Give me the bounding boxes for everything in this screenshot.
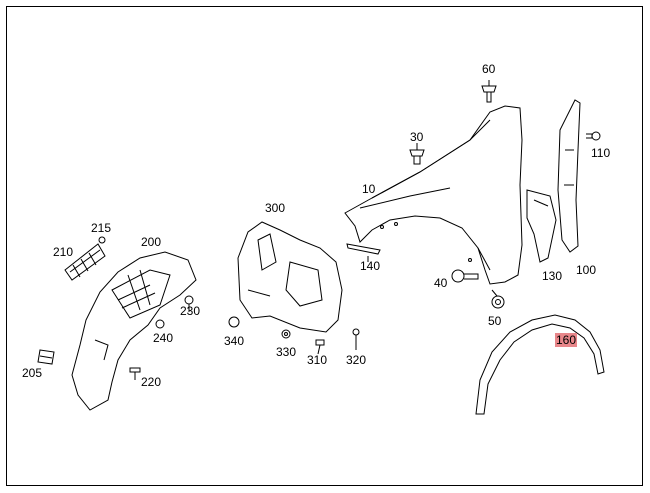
screw-310[interactable] [315,339,325,355]
nut-50[interactable] [491,289,505,309]
callout-230[interactable]: 230 [180,304,201,318]
callout-100[interactable]: 100 [576,263,597,277]
bolt-30[interactable] [409,143,425,165]
bolt-320[interactable] [352,328,360,350]
callout-330[interactable]: 330 [276,345,297,359]
wheel-arch-trim-160[interactable] [475,314,605,415]
clip-340[interactable] [228,316,240,328]
callout-320[interactable]: 320 [346,353,367,367]
callout-10[interactable]: 10 [362,182,376,196]
clip-240[interactable] [155,319,165,329]
clip-230[interactable] [184,295,194,312]
callout-210[interactable]: 210 [53,245,74,259]
clip-330[interactable] [281,329,291,339]
callout-200[interactable]: 200 [141,235,162,249]
clip-215[interactable] [98,236,106,244]
callout-40[interactable]: 40 [434,276,448,290]
clip-205[interactable] [37,349,55,365]
callout-60[interactable]: 60 [482,62,496,76]
diagram-frame [6,6,643,486]
callout-130[interactable]: 130 [542,269,563,283]
clip-40[interactable] [451,269,479,283]
callout-205[interactable]: 205 [22,366,43,380]
callout-300[interactable]: 300 [265,201,286,215]
callout-160[interactable]: 160 [555,333,578,347]
callout-30[interactable]: 30 [410,130,424,144]
wheel-liner-200[interactable] [71,251,197,411]
callout-215[interactable]: 215 [91,221,112,235]
callout-50[interactable]: 50 [488,314,502,328]
callout-240[interactable]: 240 [153,331,174,345]
seal-strip-140[interactable] [346,243,381,262]
screw-220[interactable] [129,367,141,380]
clip-110[interactable] [586,131,601,141]
callout-220[interactable]: 220 [141,375,162,389]
callout-340[interactable]: 340 [224,334,245,348]
pillar-trim-100[interactable] [557,99,581,253]
callout-140[interactable]: 140 [360,259,381,273]
callout-310[interactable]: 310 [307,353,328,367]
wheel-liner-300[interactable] [237,221,343,333]
callout-110[interactable]: 110 [591,146,611,160]
bolt-60[interactable] [481,80,497,103]
liner-grille-210[interactable] [64,243,106,281]
bracket-130[interactable] [526,189,557,263]
fender-part[interactable] [344,105,523,285]
